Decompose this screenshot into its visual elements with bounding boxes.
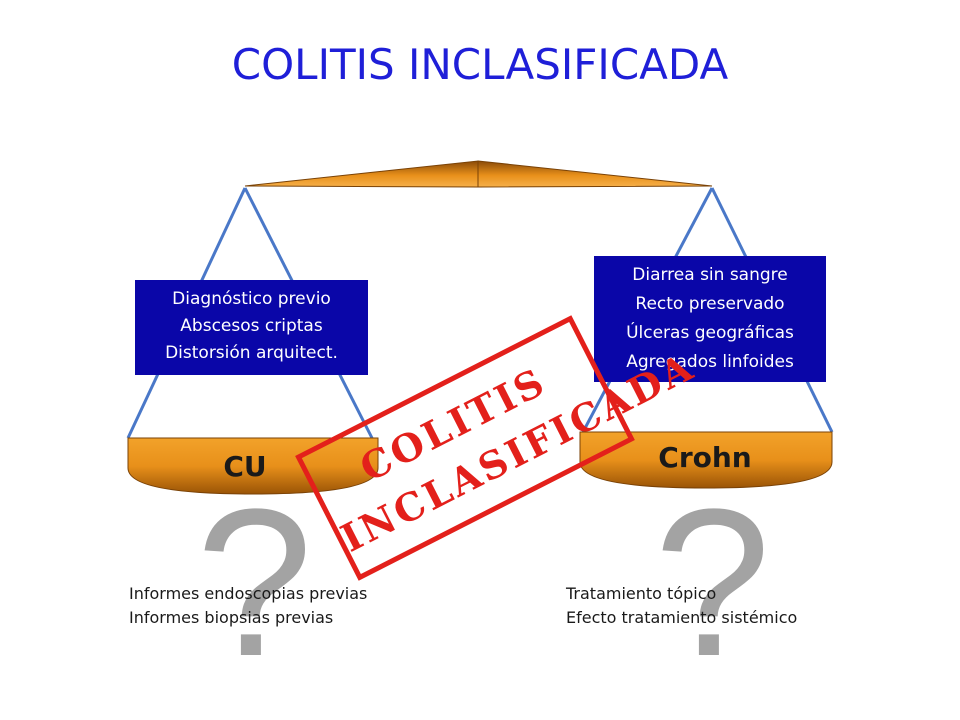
left-criteria-line: Distorsión arquitect. — [165, 343, 338, 363]
left-pan-label: CU — [223, 450, 267, 483]
right-note-line: Efecto tratamiento sistémico — [566, 608, 798, 627]
right-criteria-line: Úlceras geográficas — [626, 323, 794, 343]
right-pan — [579, 431, 833, 489]
right-criteria-line: Diarrea sin sangre — [632, 265, 788, 285]
scale-beam — [244, 160, 713, 188]
left-note-line: Informes biopsias previas — [129, 608, 334, 627]
left-criteria-line: Abscesos criptas — [180, 316, 323, 336]
page-title: COLITIS INCLASIFICADA — [231, 40, 729, 89]
left-note-line: Informes endoscopias previas — [129, 584, 368, 603]
left-notes: Informes endoscopias previas Informes bi… — [129, 582, 367, 630]
left-criteria-box: Diagnóstico previo Abscesos criptas Dist… — [135, 280, 368, 375]
right-note-line: Tratamiento tópico — [566, 584, 717, 603]
right-notes: Tratamiento tópico Efecto tratamiento si… — [566, 582, 797, 630]
right-criteria-line: Agregados linfoides — [626, 352, 794, 372]
right-question-mark: ? — [654, 465, 771, 700]
left-pan — [127, 437, 379, 495]
left-question-mark: ? — [196, 465, 313, 700]
right-pan-label: Crohn — [658, 441, 752, 474]
right-criteria-box: Diarrea sin sangre Recto preservado Úlce… — [594, 256, 826, 382]
right-criteria-line: Recto preservado — [635, 294, 785, 314]
left-criteria-line: Diagnóstico previo — [172, 289, 331, 309]
